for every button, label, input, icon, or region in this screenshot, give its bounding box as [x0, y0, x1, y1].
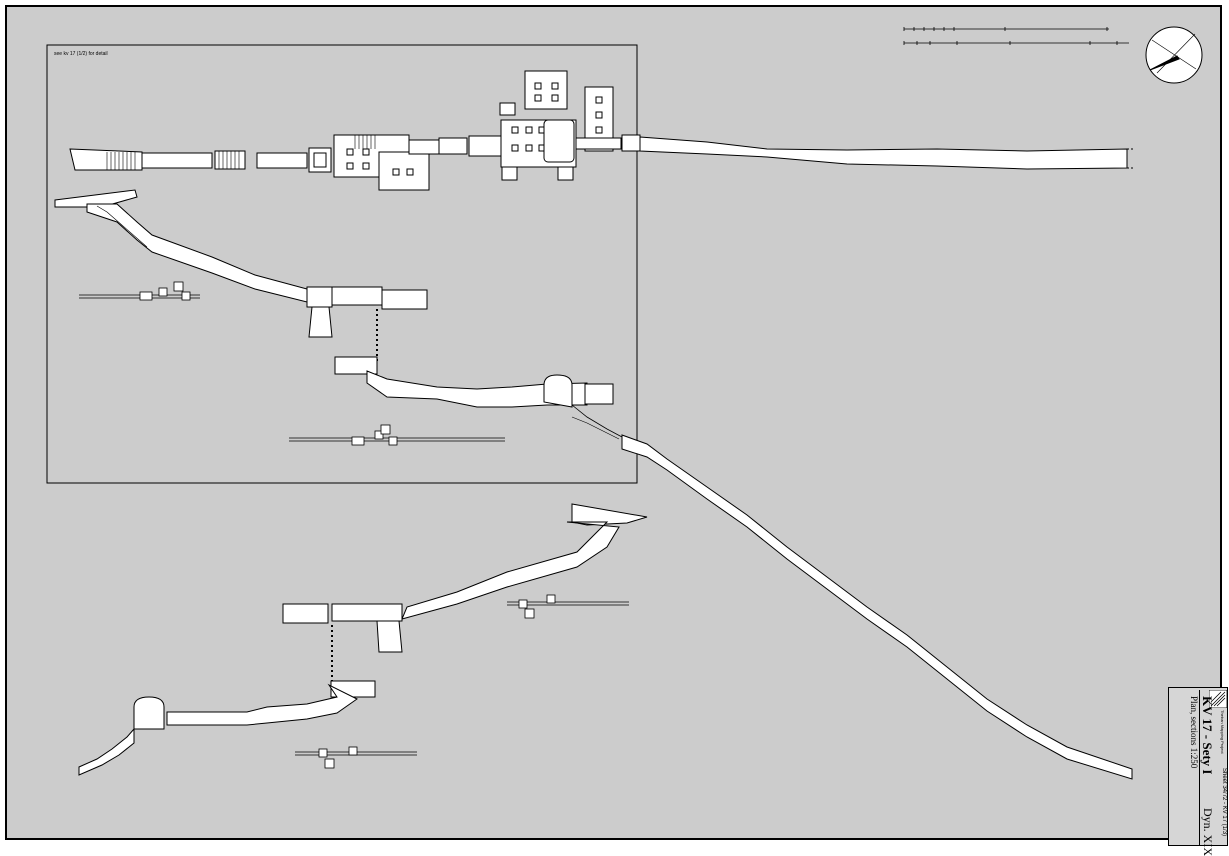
- section-lower-hall-f: [331, 603, 403, 622]
- section-lower-corridor-h: [166, 683, 358, 726]
- section-upper: [54, 189, 623, 438]
- plan-room-jd: [524, 70, 568, 110]
- plan-corridor-k-start: [575, 137, 622, 150]
- section-upper-corridor-a: [86, 203, 308, 303]
- section-upper-hall-f: [331, 286, 383, 306]
- plan-corridor-h: [438, 137, 468, 155]
- plan-corridor-b: [141, 152, 213, 169]
- plan-crypt-vault: [543, 119, 575, 163]
- drawing-title: KV 17 - Sety I: [1200, 696, 1215, 775]
- scale-bar-icon: [903, 27, 1129, 45]
- dynasty-label: Dyn. XIX: [1201, 808, 1215, 856]
- project-logo-icon: [1209, 690, 1227, 708]
- section-upper-corridor-h: [366, 370, 588, 408]
- mini-plan-2: [289, 424, 505, 446]
- tomb-plan: [69, 70, 1135, 191]
- plan-room-jb: [501, 166, 518, 181]
- section-upper-room-g: [334, 356, 378, 375]
- plan-corridor-k: [639, 136, 1128, 170]
- inset-note: see kv 17 (1/2) for detail: [54, 51, 108, 57]
- section-upper-room-jd: [584, 383, 614, 405]
- plan-room-ja: [499, 102, 516, 116]
- section-upper-vault-j: [543, 374, 573, 408]
- section-long-corridor: [621, 434, 1133, 780]
- title-block: Theban Mapping Project Sheet 34/72 - KV …: [1168, 687, 1228, 856]
- title-block-divider: [1199, 690, 1200, 845]
- plan-room-fa: [378, 151, 430, 191]
- section-lower-vault-j: [133, 696, 165, 730]
- section-lower-room-fa: [282, 603, 329, 624]
- drawing-sheet: see kv 17 (1/2) for detail: [5, 5, 1228, 856]
- plan-room-jc: [557, 166, 574, 181]
- section-lower-stairs: [78, 727, 135, 776]
- drawing-subtitle: Plan, sections 1:250: [1189, 696, 1199, 769]
- plan-corridor-g: [408, 139, 440, 155]
- section-lower-entrance: [571, 503, 648, 526]
- inset-frame: [46, 44, 638, 484]
- mini-plan-1: [79, 281, 200, 301]
- mini-plan-3: [507, 594, 629, 619]
- sheet-number: Sheet 34/72 - KV 17 (1/3): [1221, 768, 1227, 837]
- plan-entrance: [69, 148, 143, 171]
- section-upper-room-fa: [381, 289, 428, 310]
- plan-stairs-c: [214, 150, 246, 170]
- project-logo-text: Theban Mapping Project: [1220, 710, 1225, 754]
- north-arrow-icon: [1145, 26, 1203, 84]
- plan-corridor-d: [256, 152, 308, 169]
- section-lower-corridor-a: [401, 521, 620, 620]
- section-upper-entrance: [54, 189, 138, 208]
- mini-plan-4: [295, 746, 417, 769]
- plan-antechamber-i: [468, 135, 502, 157]
- section-lower: [78, 503, 648, 776]
- tomb-drawing: [46, 26, 1203, 780]
- section-upper-well-shaft: [306, 286, 333, 308]
